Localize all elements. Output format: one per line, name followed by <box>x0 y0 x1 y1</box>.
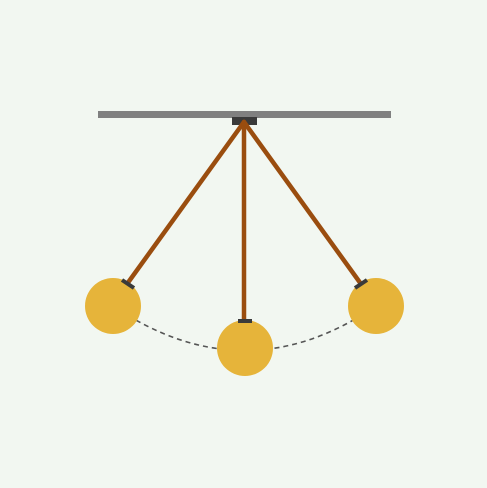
support-bar <box>98 111 391 118</box>
pendulum-bob-center <box>217 320 273 376</box>
pendulum-string-right <box>244 122 361 284</box>
pendulum-string-left <box>127 122 244 284</box>
